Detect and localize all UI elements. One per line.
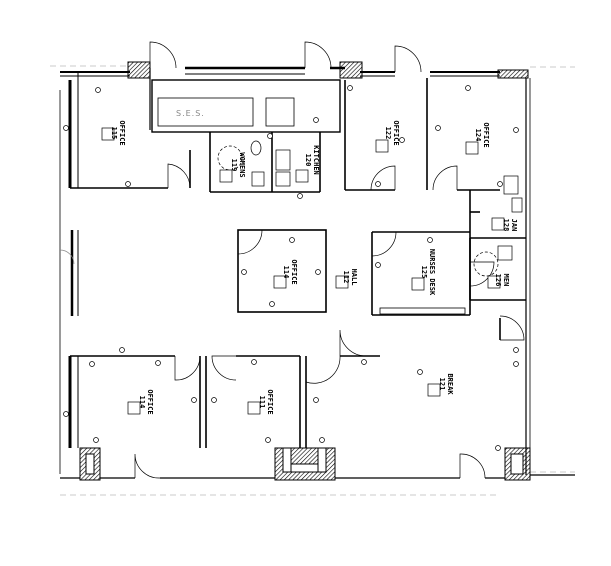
- room-name: HALL: [350, 269, 358, 286]
- room-name: OFFICE: [290, 259, 298, 284]
- room-number: 119: [230, 159, 238, 172]
- plumbing-fixtures: [217, 140, 523, 277]
- room-number: 121: [438, 378, 446, 391]
- room-name: NURSES DESK: [428, 249, 436, 296]
- dashed-outline: [50, 65, 575, 496]
- room-name: BREAK: [446, 373, 454, 395]
- room-number: 115: [110, 127, 118, 140]
- door-swings: [59, 41, 525, 479]
- room-name: OFFICE: [266, 389, 274, 414]
- room-number: 122: [384, 127, 392, 140]
- room-name: OFFICE: [392, 120, 400, 145]
- room-name: KITCHEN: [312, 145, 320, 175]
- interior-walls: [68, 78, 526, 448]
- room-number: 111: [258, 396, 266, 409]
- room-number: 112: [342, 271, 350, 284]
- ses-label: S.E.S.: [176, 109, 205, 118]
- room-number: 128: [502, 219, 510, 232]
- room-name: OFFICE: [118, 120, 126, 145]
- room-name: WOMENS: [238, 152, 246, 177]
- room-number: 125: [420, 266, 428, 279]
- room-name: JAN: [510, 219, 518, 232]
- room-tags: [101, 127, 505, 415]
- exterior-walls: [59, 66, 575, 479]
- room-number: 120: [304, 154, 312, 167]
- room-name: OFFICE: [146, 389, 154, 414]
- room-number: 114: [138, 396, 146, 409]
- room-number: 114: [282, 266, 290, 279]
- room-number: 126: [494, 274, 502, 287]
- structural-columns: [79, 61, 531, 481]
- room-number: 124: [474, 129, 482, 142]
- outlets: [63, 85, 519, 451]
- room-name: MEN: [502, 274, 510, 287]
- room-name: OFFICE: [482, 122, 490, 147]
